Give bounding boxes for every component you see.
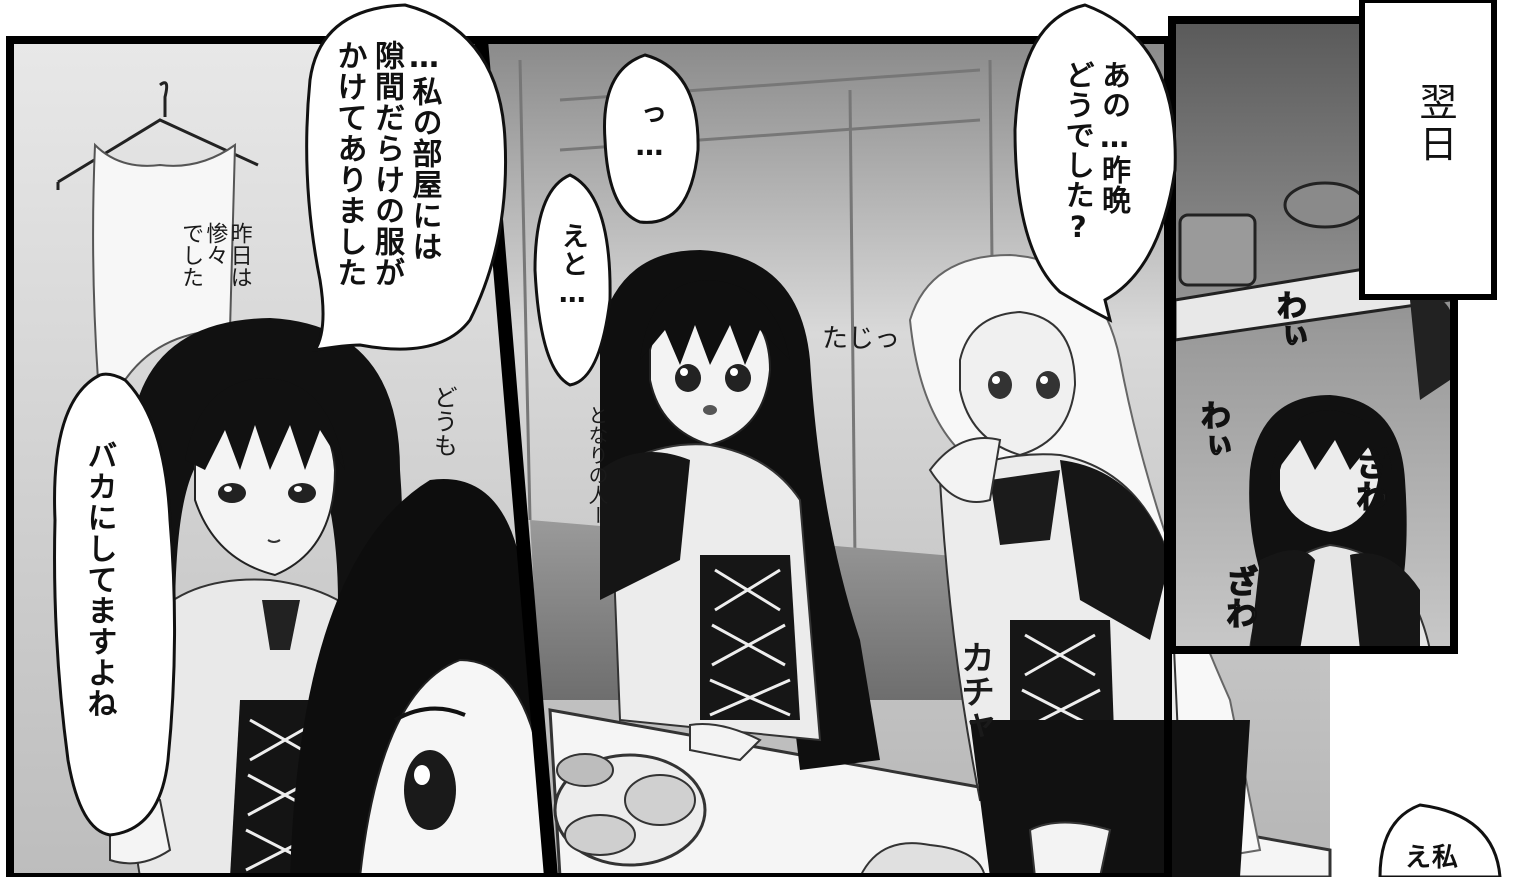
sfx-wai-2: わぃ	[1194, 399, 1231, 461]
panel-borders	[6, 16, 1458, 877]
food-tray	[553, 753, 707, 867]
balloon-gasp	[603, 53, 700, 224]
speech-balloons	[53, 3, 1502, 877]
handwriting-sakujitsu: 昨日は 惨々 でした	[178, 222, 252, 288]
handwriting-tonari: となりの人ー	[585, 405, 609, 525]
balloon-text-baka: バカにしてますよね	[81, 440, 117, 719]
handwriting-tajitsu: たじっ	[822, 324, 901, 354]
sfx-wai-1: わぃ	[1270, 289, 1307, 351]
balloon-eto	[533, 173, 612, 387]
balloon-text-gasp: っ…	[633, 100, 666, 163]
balloon-text-ano: あの…昨晩 どうでした?	[1061, 60, 1132, 245]
hanging-dress	[56, 81, 259, 190]
caption-next-day: 翌日	[1413, 82, 1457, 166]
handwriting-douomo: どうも	[429, 385, 458, 457]
girl-left-hair	[127, 318, 403, 720]
balloon-baka	[53, 372, 177, 837]
caption-box	[1359, 0, 1497, 300]
balloon-text-room-clothes: …私の部屋には 隙間だらけの服が かけてありました	[331, 40, 442, 288]
sfx-zawa-2: ざわ	[1220, 564, 1260, 630]
dress-body	[92, 142, 237, 381]
sfx-kacha: カチャ	[954, 640, 995, 742]
balloon-text-eto: えと…	[556, 222, 588, 310]
balloon-room-clothes	[305, 3, 508, 353]
balloon-text-partial: え私	[1405, 843, 1460, 873]
balloon-ano	[1013, 3, 1177, 323]
sfx-zawa-1: ざわ	[1350, 447, 1390, 513]
